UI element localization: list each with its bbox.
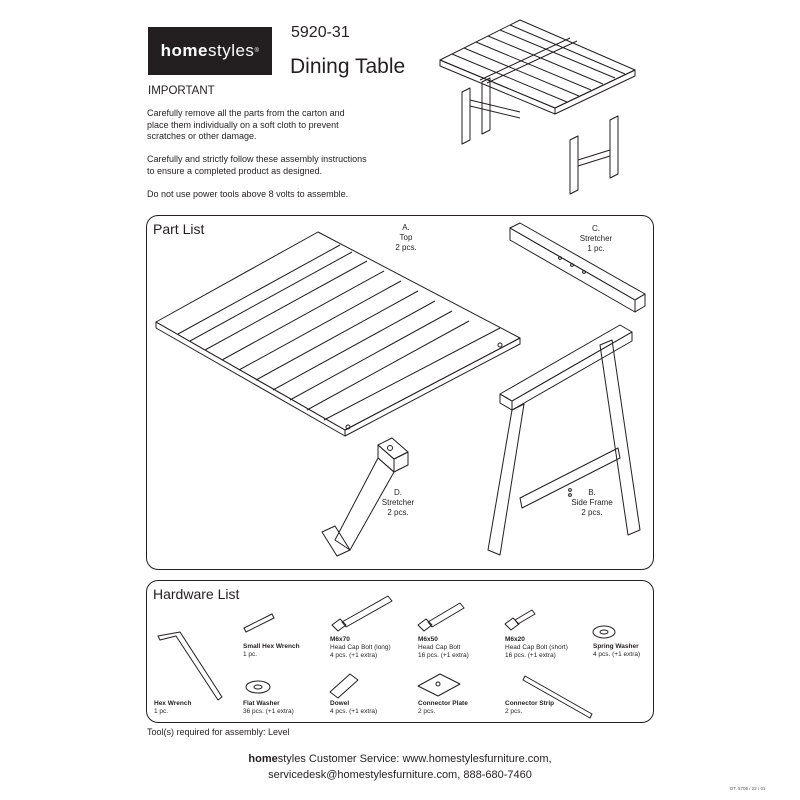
part-list-title: Part List — [153, 221, 205, 237]
part-c-stretcher-illustration — [509, 222, 646, 313]
bolt-short-icon — [504, 609, 536, 631]
bolt-medium-icon — [417, 602, 465, 632]
hardware-icons — [157, 595, 616, 719]
hardware-list-panel — [146, 580, 654, 723]
part-list-panel — [146, 215, 654, 570]
part-b-side-frame-illustration — [487, 324, 641, 556]
hardware-list-title: Hardware List — [153, 586, 240, 602]
flat-washer-icon — [245, 680, 271, 694]
document-number: DT. 5706 / 22 / 01 — [730, 786, 766, 791]
important-paragraph-3: Do not use power tools above 8 volts to … — [147, 189, 349, 199]
tools-required-note: Tool(s) required for assembly: Level — [147, 727, 290, 737]
important-paragraph-2: Carefully and strictly follow these asse… — [147, 154, 367, 176]
dowel-icon — [329, 673, 359, 699]
spring-washer-icon — [592, 625, 616, 639]
connector-plate-icon — [417, 673, 461, 697]
hex-wrench-icon — [157, 631, 223, 701]
important-heading: IMPORTANT — [148, 85, 215, 97]
connector-strip-icon — [522, 675, 593, 719]
important-paragraph-1: Carefully remove all the parts from the … — [147, 108, 345, 141]
model-number: 5920-31 — [291, 24, 350, 41]
assembled-table-illustration — [439, 19, 636, 195]
part-a-top-illustration — [155, 231, 521, 437]
customer-service-footer: homestyles Customer Service: www.homesty… — [248, 753, 552, 781]
small-hex-wrench-icon — [243, 613, 275, 633]
part-d-stretcher-illustration — [321, 437, 409, 557]
bolt-long-icon — [331, 595, 393, 632]
page-title: Dining Table — [290, 55, 406, 78]
